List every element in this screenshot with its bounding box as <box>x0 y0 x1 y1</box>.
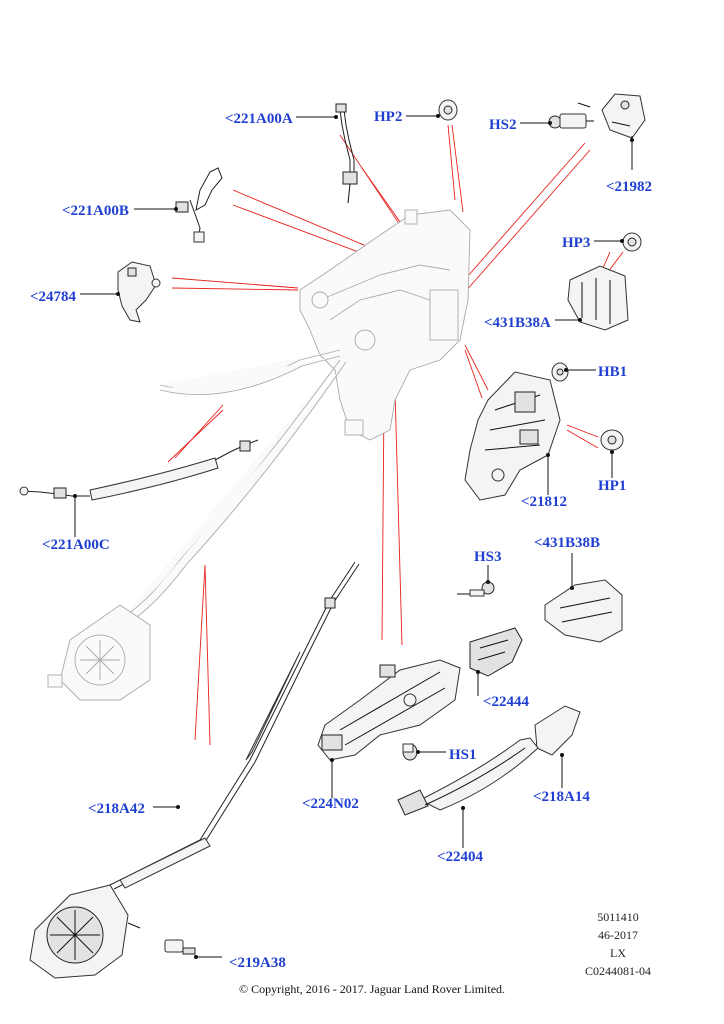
callout-labels: <221A00A HP2 HS2 <21982 <221A00B HP3 <24… <box>30 109 652 971</box>
callout-221A00B[interactable]: <221A00B <box>62 203 129 219</box>
part-actuator <box>29 884 129 979</box>
callout-431B38A[interactable]: <431B38A <box>484 315 551 331</box>
callout-HP3[interactable]: HP3 <box>562 235 590 251</box>
part-431B38A-cover <box>567 265 629 331</box>
part-221A00C-cable <box>19 439 259 501</box>
callout-HP2[interactable]: HP2 <box>374 109 402 125</box>
part-21812-latch <box>464 371 561 501</box>
part-431B38B-cover <box>544 579 623 643</box>
callout-221A00A[interactable]: <221A00A <box>225 111 293 127</box>
part-HS2-screw <box>548 102 594 129</box>
callout-HB1[interactable]: HB1 <box>598 364 627 380</box>
callout-224N02[interactable]: <224N02 <box>302 796 359 812</box>
part-21982-striker <box>601 93 646 139</box>
part-HP1-plug <box>600 429 624 451</box>
callout-218A42[interactable]: <218A42 <box>88 801 145 817</box>
callout-21812[interactable]: <21812 <box>521 494 567 510</box>
part-HS1-screw <box>402 743 418 761</box>
callout-HS1[interactable]: HS1 <box>449 747 477 763</box>
ref-number: 5011410 <box>597 910 639 924</box>
callout-219A38[interactable]: <219A38 <box>229 955 286 971</box>
part-HP2-plug <box>438 99 458 121</box>
callout-21982[interactable]: <21982 <box>606 179 652 195</box>
ref-code: C0244081-04 <box>585 964 651 978</box>
callout-HS2[interactable]: HS2 <box>489 117 517 133</box>
ref-model: LX <box>610 946 626 960</box>
part-218A42-cable <box>109 561 360 890</box>
callout-24784[interactable]: <24784 <box>30 289 77 305</box>
part-218A14-cap <box>534 705 581 756</box>
part-HS3-screw <box>457 581 495 597</box>
callout-221A00C[interactable]: <221A00C <box>42 537 110 553</box>
copyright-text: © Copyright, 2016 - 2017. Jaguar Land Ro… <box>239 982 505 996</box>
ghost-door-latch-assembly <box>47 209 471 701</box>
part-22404-handle <box>397 737 539 816</box>
part-221A00A-cable <box>335 103 358 204</box>
part-HP3-plug <box>622 232 642 252</box>
callout-HS3[interactable]: HS3 <box>474 549 502 565</box>
part-22444-escutcheon <box>469 627 523 677</box>
callout-HP1[interactable]: HP1 <box>598 478 626 494</box>
part-24784-bracket <box>117 261 161 323</box>
callout-218A14[interactable]: <218A14 <box>533 789 590 805</box>
callout-431B38B[interactable]: <431B38B <box>534 535 600 551</box>
ref-date: 46-2017 <box>598 928 638 942</box>
part-HB1-bolt <box>551 362 569 382</box>
part-221A00B-cable <box>175 167 223 243</box>
part-224N02-carrier <box>317 659 461 761</box>
part-219A38-pin <box>127 922 196 955</box>
callout-22444[interactable]: <22444 <box>483 694 530 710</box>
callout-22404[interactable]: <22404 <box>437 849 484 865</box>
reference-block: 5011410 46-2017 LX C0244081-04 <box>585 910 651 978</box>
